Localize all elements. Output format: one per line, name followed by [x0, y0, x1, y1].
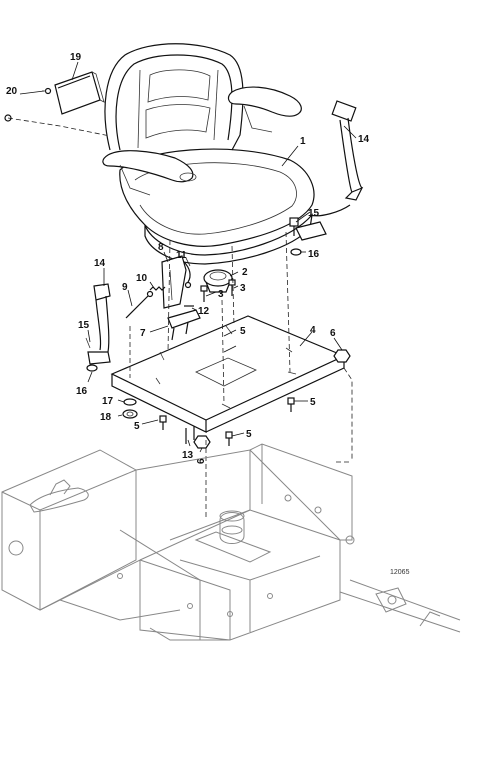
spring-10	[149, 286, 166, 291]
callout-15-left: 15	[78, 320, 90, 331]
callout-2: 2	[242, 267, 248, 278]
nut-16-right	[290, 248, 302, 256]
callout-20: 20	[6, 86, 18, 97]
callout-14-left: 14	[94, 258, 106, 269]
callout-5a: 5	[240, 326, 246, 337]
leader-lines	[19, 61, 357, 453]
callout-18: 18	[100, 412, 112, 423]
switch-bracket	[161, 255, 192, 309]
callout-8: 8	[158, 242, 164, 253]
seat-switch	[203, 269, 233, 293]
bolt-15-right	[289, 217, 299, 236]
callout-9: 9	[122, 282, 128, 293]
nut-18	[122, 409, 138, 419]
callout-6b: 6	[196, 458, 207, 464]
callout-10: 10	[136, 273, 148, 284]
alignment-lines	[129, 231, 353, 520]
callout-7: 7	[140, 328, 146, 339]
seat-belt-right	[295, 100, 364, 241]
seat-belt-left	[85, 283, 111, 365]
callout-19: 19	[70, 52, 82, 63]
nut-16-left	[86, 364, 98, 372]
screws-13	[185, 426, 195, 444]
figure-number: 12065	[390, 569, 410, 576]
callout-11: 11	[176, 250, 187, 261]
manual-plate	[4, 71, 111, 137]
callout-16-right: 16	[308, 249, 320, 260]
bracket-7	[167, 309, 201, 341]
callout-4: 4	[310, 325, 316, 336]
callout-labels: 1 2 3 3 4 5 5 5 5 6 6 7 8 9 10 11 12 13 …	[6, 52, 410, 576]
callout-3b: 3	[218, 289, 224, 300]
callout-6a: 6	[330, 328, 336, 339]
seat-assembly	[102, 43, 315, 265]
callout-17: 17	[102, 396, 114, 407]
callout-15-right: 15	[308, 208, 320, 219]
callout-3a: 3	[240, 283, 246, 294]
callout-13: 13	[182, 450, 194, 461]
callout-1: 1	[300, 136, 306, 147]
callout-5b: 5	[310, 397, 316, 408]
callout-12: 12	[198, 306, 210, 317]
pin-9	[125, 290, 154, 319]
bolts-3	[200, 279, 236, 302]
mower-frame	[1, 443, 461, 641]
callout-16-left: 16	[76, 386, 88, 397]
nut-6-right	[333, 349, 351, 363]
callout-14-right: 14	[358, 134, 370, 145]
callout-5c: 5	[134, 421, 140, 432]
callout-5d: 5	[246, 429, 252, 440]
nut-6-bottom	[193, 435, 211, 449]
washer-17	[123, 398, 137, 406]
